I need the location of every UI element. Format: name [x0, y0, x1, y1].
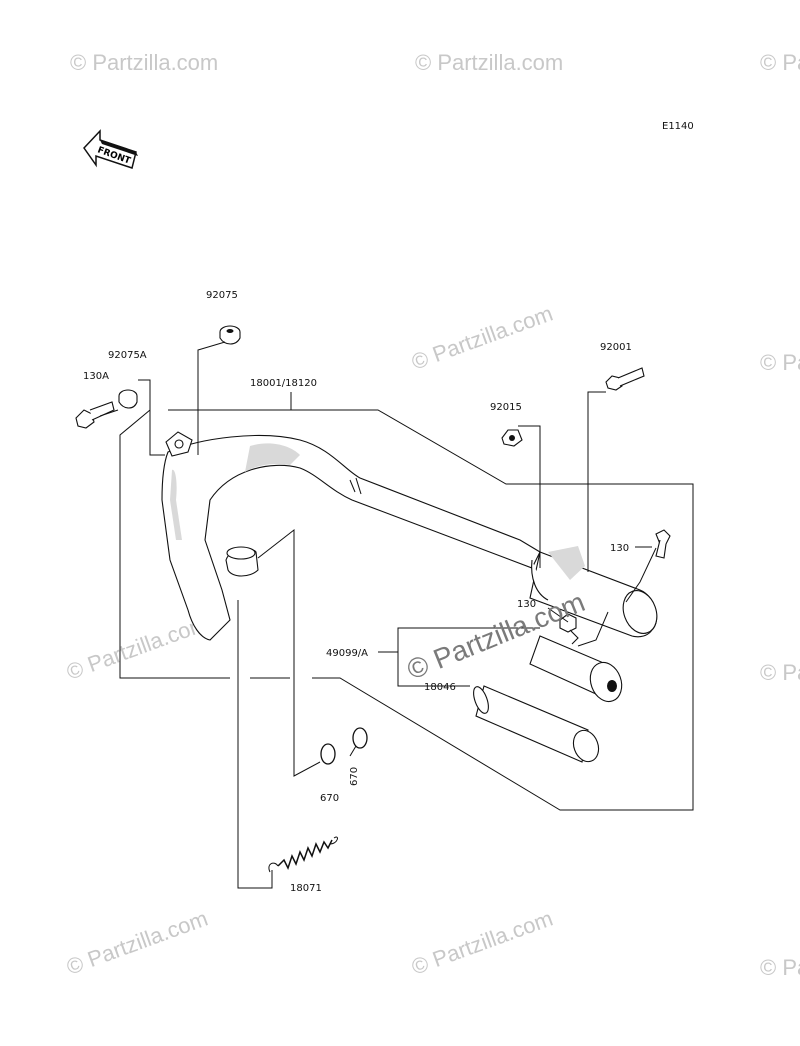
callout-130a: 130A [83, 371, 109, 382]
watermark: © Partzilla.com [408, 906, 556, 980]
callout-18001-18120: 18001/18120 [250, 378, 317, 389]
callout-92075: 92075 [206, 290, 238, 301]
watermark: © Partzilla.com [760, 660, 800, 685]
leader-lines [99, 341, 657, 889]
bolt-92001 [605, 367, 645, 391]
callout-92001: 92001 [600, 342, 632, 353]
diagram-code: E1140 [662, 121, 694, 132]
o-ring-right [352, 727, 368, 749]
exhaust-pipe [161, 431, 541, 641]
bolt-130-top [655, 529, 671, 559]
assembly-frame [119, 409, 694, 811]
washer-92075a [118, 389, 138, 409]
callout-670-right: 670 [349, 767, 360, 786]
watermark: © Partzilla.com [70, 50, 218, 75]
watermark: © Partzilla.com [408, 301, 556, 375]
watermark: © Partzilla.com [760, 50, 800, 75]
watermark: © Partzilla.com [63, 611, 211, 685]
watermark: © Partzilla.com [63, 906, 211, 980]
nut-92015 [501, 429, 523, 447]
callout-670-left: 670 [320, 793, 339, 804]
silencer [529, 546, 658, 638]
watermark: © Partzilla.com [760, 350, 800, 375]
callout-130-top: 130 [610, 543, 629, 554]
packing-18046 [473, 685, 600, 763]
callout-130-mid: 130 [517, 599, 536, 610]
callout-18046: 18046 [424, 682, 456, 693]
nut-92075 [219, 325, 241, 345]
callout-92075a: 92075A [108, 350, 147, 361]
spring-18071 [268, 836, 338, 873]
bolt-130a [75, 401, 115, 429]
callout-18071: 18071 [290, 883, 322, 894]
bolt-130-mid [559, 613, 579, 645]
callout-labels: 92075 92075A 130A 18001/18120 92001 9201… [83, 290, 632, 894]
end-cap-49099 [529, 635, 623, 703]
front-arrow-icon: FRONT [83, 129, 138, 169]
o-ring-left [320, 743, 336, 765]
callout-49099-a: 49099/A [326, 648, 368, 659]
watermark: © Partzilla.com [415, 50, 563, 75]
callout-92015: 92015 [490, 402, 522, 413]
watermark: © Partzilla.com [760, 955, 800, 980]
